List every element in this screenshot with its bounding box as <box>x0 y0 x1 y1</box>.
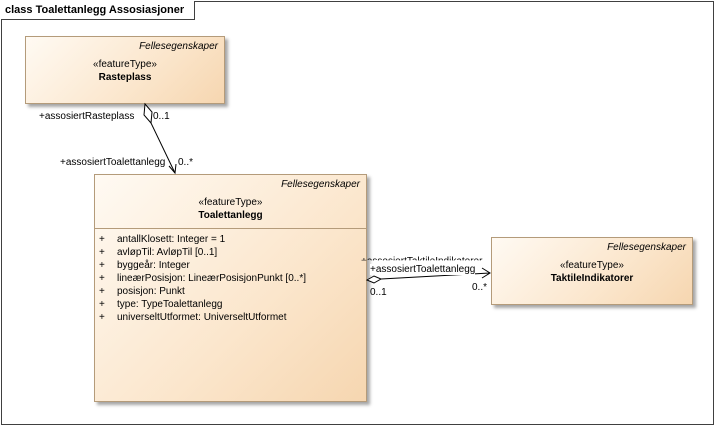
class-toalettanlegg[interactable]: Fellesegenskaper «featureType» Toalettan… <box>94 174 367 402</box>
attribute-text: antallKlosett: Integer = 1 <box>117 234 226 245</box>
attribute-row[interactable]: +avløpTil: AvløpTil [0..1] <box>99 247 218 258</box>
package-label: Fellesegenskaper <box>607 242 686 253</box>
attribute-text: avløpTil: AvløpTil [0..1] <box>117 247 218 258</box>
attribute-text: type: TypeToalettanlegg <box>117 299 223 310</box>
role-label-assosiert-toalettanlegg: +assosiertToalettanlegg <box>60 157 166 168</box>
attribute-row[interactable]: +type: TypeToalettanlegg <box>99 299 223 310</box>
stereotype-label: «featureType» <box>560 260 624 271</box>
role-label-assosiert-toalettanlegg-2: +assosiertToalettanlegg <box>370 264 476 275</box>
role-label-assosiert-taktile-indikatorer: +assosiertTaktileIndikatorer <box>361 256 483 267</box>
attribute-row[interactable]: +universeltUtformet: UniverseltUtformet <box>99 312 287 323</box>
package-label: Fellesegenskaper <box>139 41 218 52</box>
attribute-row[interactable]: +byggeår: Integer <box>99 260 190 271</box>
aggregation-diamond-icon <box>365 275 383 284</box>
attribute-text: lineærPosisjon: LineærPosisjonPunkt [0..… <box>117 273 306 284</box>
multiplicity-label: 0..1 <box>153 111 170 122</box>
arrowhead-icon <box>481 267 491 279</box>
role-label-assosiert-rasteplass: +assosiertRasteplass <box>39 111 135 122</box>
aggregation-diamond-icon <box>143 102 153 125</box>
attribute-list: +antallKlosett: Integer = 1 +avløpTil: A… <box>99 233 306 324</box>
multiplicity-label: 0..1 <box>370 287 387 298</box>
class-taktile-indikatorer[interactable]: Fellesegenskaper «featureType» TaktileIn… <box>491 237 693 305</box>
attribute-row[interactable]: +posisjon: Punkt <box>99 286 185 297</box>
association-line <box>150 122 176 174</box>
multiplicity-label: 0..* <box>178 157 194 168</box>
attribute-row[interactable]: +lineærPosisjon: LineærPosisjonPunkt [0.… <box>99 273 306 284</box>
diagram-title: class Toalettanlegg Assosiasjoner <box>1 1 196 20</box>
class-name: TaktileIndikatorer <box>550 273 634 284</box>
stereotype-label: «featureType» <box>198 197 263 208</box>
class-name: Toalettanlegg <box>198 210 263 221</box>
stereotype-label: «featureType» <box>93 59 157 70</box>
arrowhead-icon <box>168 163 177 175</box>
multiplicity-label: 0..* <box>472 282 488 293</box>
attribute-text: posisjon: Punkt <box>117 286 185 297</box>
attribute-row[interactable]: +antallKlosett: Integer = 1 <box>99 234 226 245</box>
class-name: Rasteplass <box>98 72 152 83</box>
package-label: Fellesegenskaper <box>281 179 360 190</box>
attribute-text: universeltUtformet: UniverseltUtformet <box>117 312 287 323</box>
attribute-text: byggeår: Integer <box>117 260 190 271</box>
compartment-divider <box>95 228 366 229</box>
association-rasteplass-toalettanlegg[interactable] <box>143 102 177 175</box>
class-rasteplass[interactable]: Fellesegenskaper «featureType» Rasteplas… <box>25 36 225 104</box>
